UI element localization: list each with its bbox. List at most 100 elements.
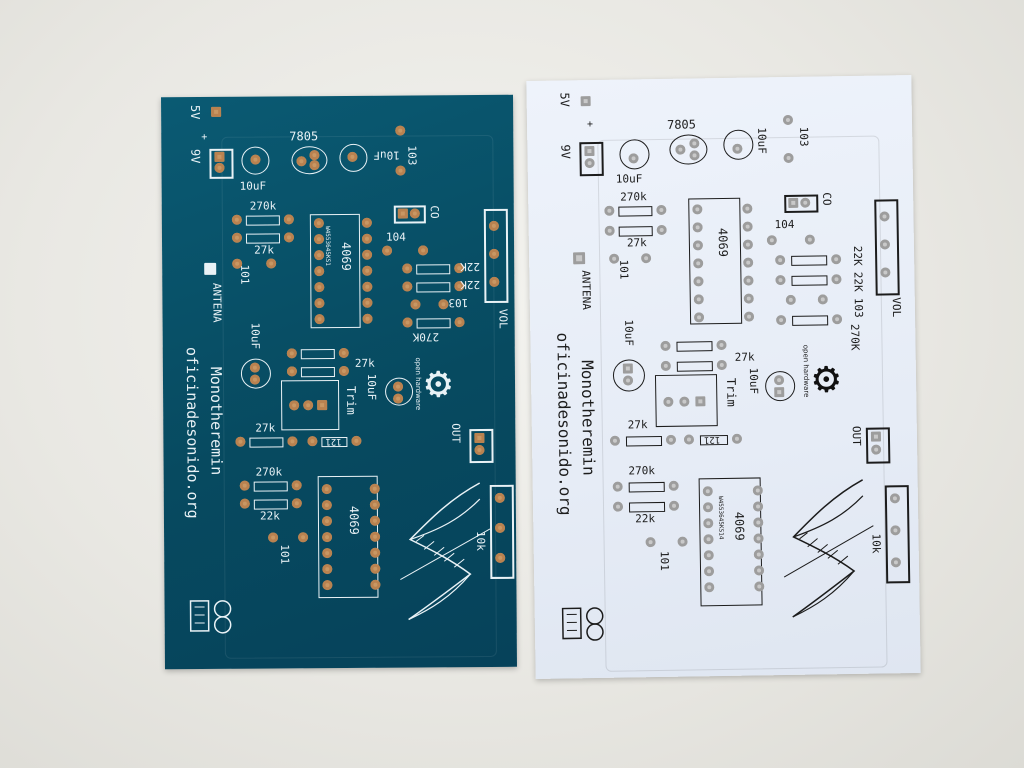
pad: [656, 224, 667, 236]
pad: [409, 208, 420, 219]
resistor-outline: [791, 275, 828, 286]
pad: [314, 250, 325, 261]
pad: [753, 565, 765, 576]
pad: [775, 255, 786, 266]
pad: [800, 197, 811, 208]
resistor-outline: [249, 437, 284, 448]
pad: [370, 531, 381, 542]
pad: [584, 146, 595, 157]
label-5v: 5V: [188, 104, 203, 120]
pad: [871, 444, 882, 455]
pad: [474, 432, 485, 444]
antenna-pad: [204, 262, 217, 275]
label-27k-3: 27k: [255, 421, 276, 435]
pad: [291, 498, 302, 509]
resistor-outline: [245, 233, 281, 244]
pcb-white: 5V + 9V 7805 10uF 10uF 103 CO 270k: [526, 75, 921, 679]
pad: [742, 221, 753, 232]
label-5v: 5V: [557, 92, 572, 108]
pad: [622, 375, 634, 386]
pad: [703, 566, 715, 577]
pad: [774, 387, 785, 398]
pad: [743, 311, 755, 322]
pad: [402, 317, 413, 328]
pad: [675, 144, 686, 155]
label-22k-3: 22k: [259, 509, 280, 523]
pad: [890, 557, 902, 568]
pad: [752, 501, 764, 512]
label-27k-1: 27k: [626, 236, 647, 250]
label-270k-3: 270k: [255, 465, 283, 479]
label-22k-1: 22K: [460, 260, 481, 274]
pad: [663, 396, 674, 407]
pad: [693, 312, 705, 323]
pad: [370, 547, 381, 558]
label-project: Monotheremin: [206, 366, 226, 476]
theremin-waveform-icon: [400, 482, 491, 621]
pad: [753, 517, 764, 528]
pad: [214, 162, 225, 173]
pad: [235, 436, 246, 447]
label-4069-2: 4069: [732, 511, 747, 541]
pad: [402, 281, 413, 292]
resistor-outline: [628, 481, 665, 493]
resistor-outline: [253, 481, 288, 492]
pad: [773, 375, 785, 386]
label-trim: Trim: [344, 385, 359, 415]
pad: [314, 314, 325, 325]
pad: [296, 156, 307, 167]
resistor-outline: [300, 349, 335, 360]
pad: [286, 348, 297, 359]
pad: [604, 205, 615, 216]
label-vol: VOL: [496, 308, 510, 329]
pad: [753, 549, 764, 560]
label-27k-3: 27k: [627, 418, 648, 432]
pad: [361, 217, 372, 228]
pad: [309, 160, 320, 171]
label-10uf-4: 10uF: [364, 373, 379, 401]
pad: [693, 294, 704, 305]
pad: [689, 150, 700, 161]
label-co: CO: [427, 205, 441, 219]
pad: [775, 275, 786, 286]
pad: [831, 274, 842, 285]
makers-logo-icon: [189, 600, 232, 634]
label-10uf-1: 10uF: [239, 179, 267, 193]
pad: [266, 258, 277, 269]
label-270k-1: 270k: [620, 190, 647, 204]
pad: [743, 293, 754, 304]
resistor-outline: [300, 367, 335, 378]
pad: [785, 294, 796, 306]
label-4069-2: 4069: [346, 505, 362, 535]
pad: [338, 347, 349, 359]
pad: [783, 152, 794, 164]
pad: [362, 313, 373, 324]
resistor-outline: [628, 501, 666, 513]
pad: [683, 434, 695, 445]
label-4069-1: 4069: [715, 227, 731, 258]
label-101-1: 101: [238, 264, 252, 285]
pad: [214, 151, 225, 162]
label-open-hardware: open hardware: [413, 357, 423, 411]
pad: [742, 203, 753, 214]
pad: [782, 114, 794, 126]
pad: [250, 154, 261, 165]
pad: [338, 365, 349, 377]
pad: [788, 197, 799, 208]
pad: [286, 366, 297, 377]
pad: [677, 536, 688, 547]
label-270k-3: 270k: [628, 464, 656, 478]
pad: [370, 563, 381, 574]
pad: [668, 500, 680, 511]
pad: [307, 436, 318, 447]
pad: [322, 580, 333, 591]
pad: [689, 138, 700, 149]
pad: [410, 299, 421, 310]
pad: [321, 516, 333, 527]
pad: [231, 214, 242, 225]
pad: [369, 499, 380, 510]
pad: [692, 204, 703, 215]
pad: [609, 435, 621, 446]
resistor-outline: [676, 361, 713, 372]
